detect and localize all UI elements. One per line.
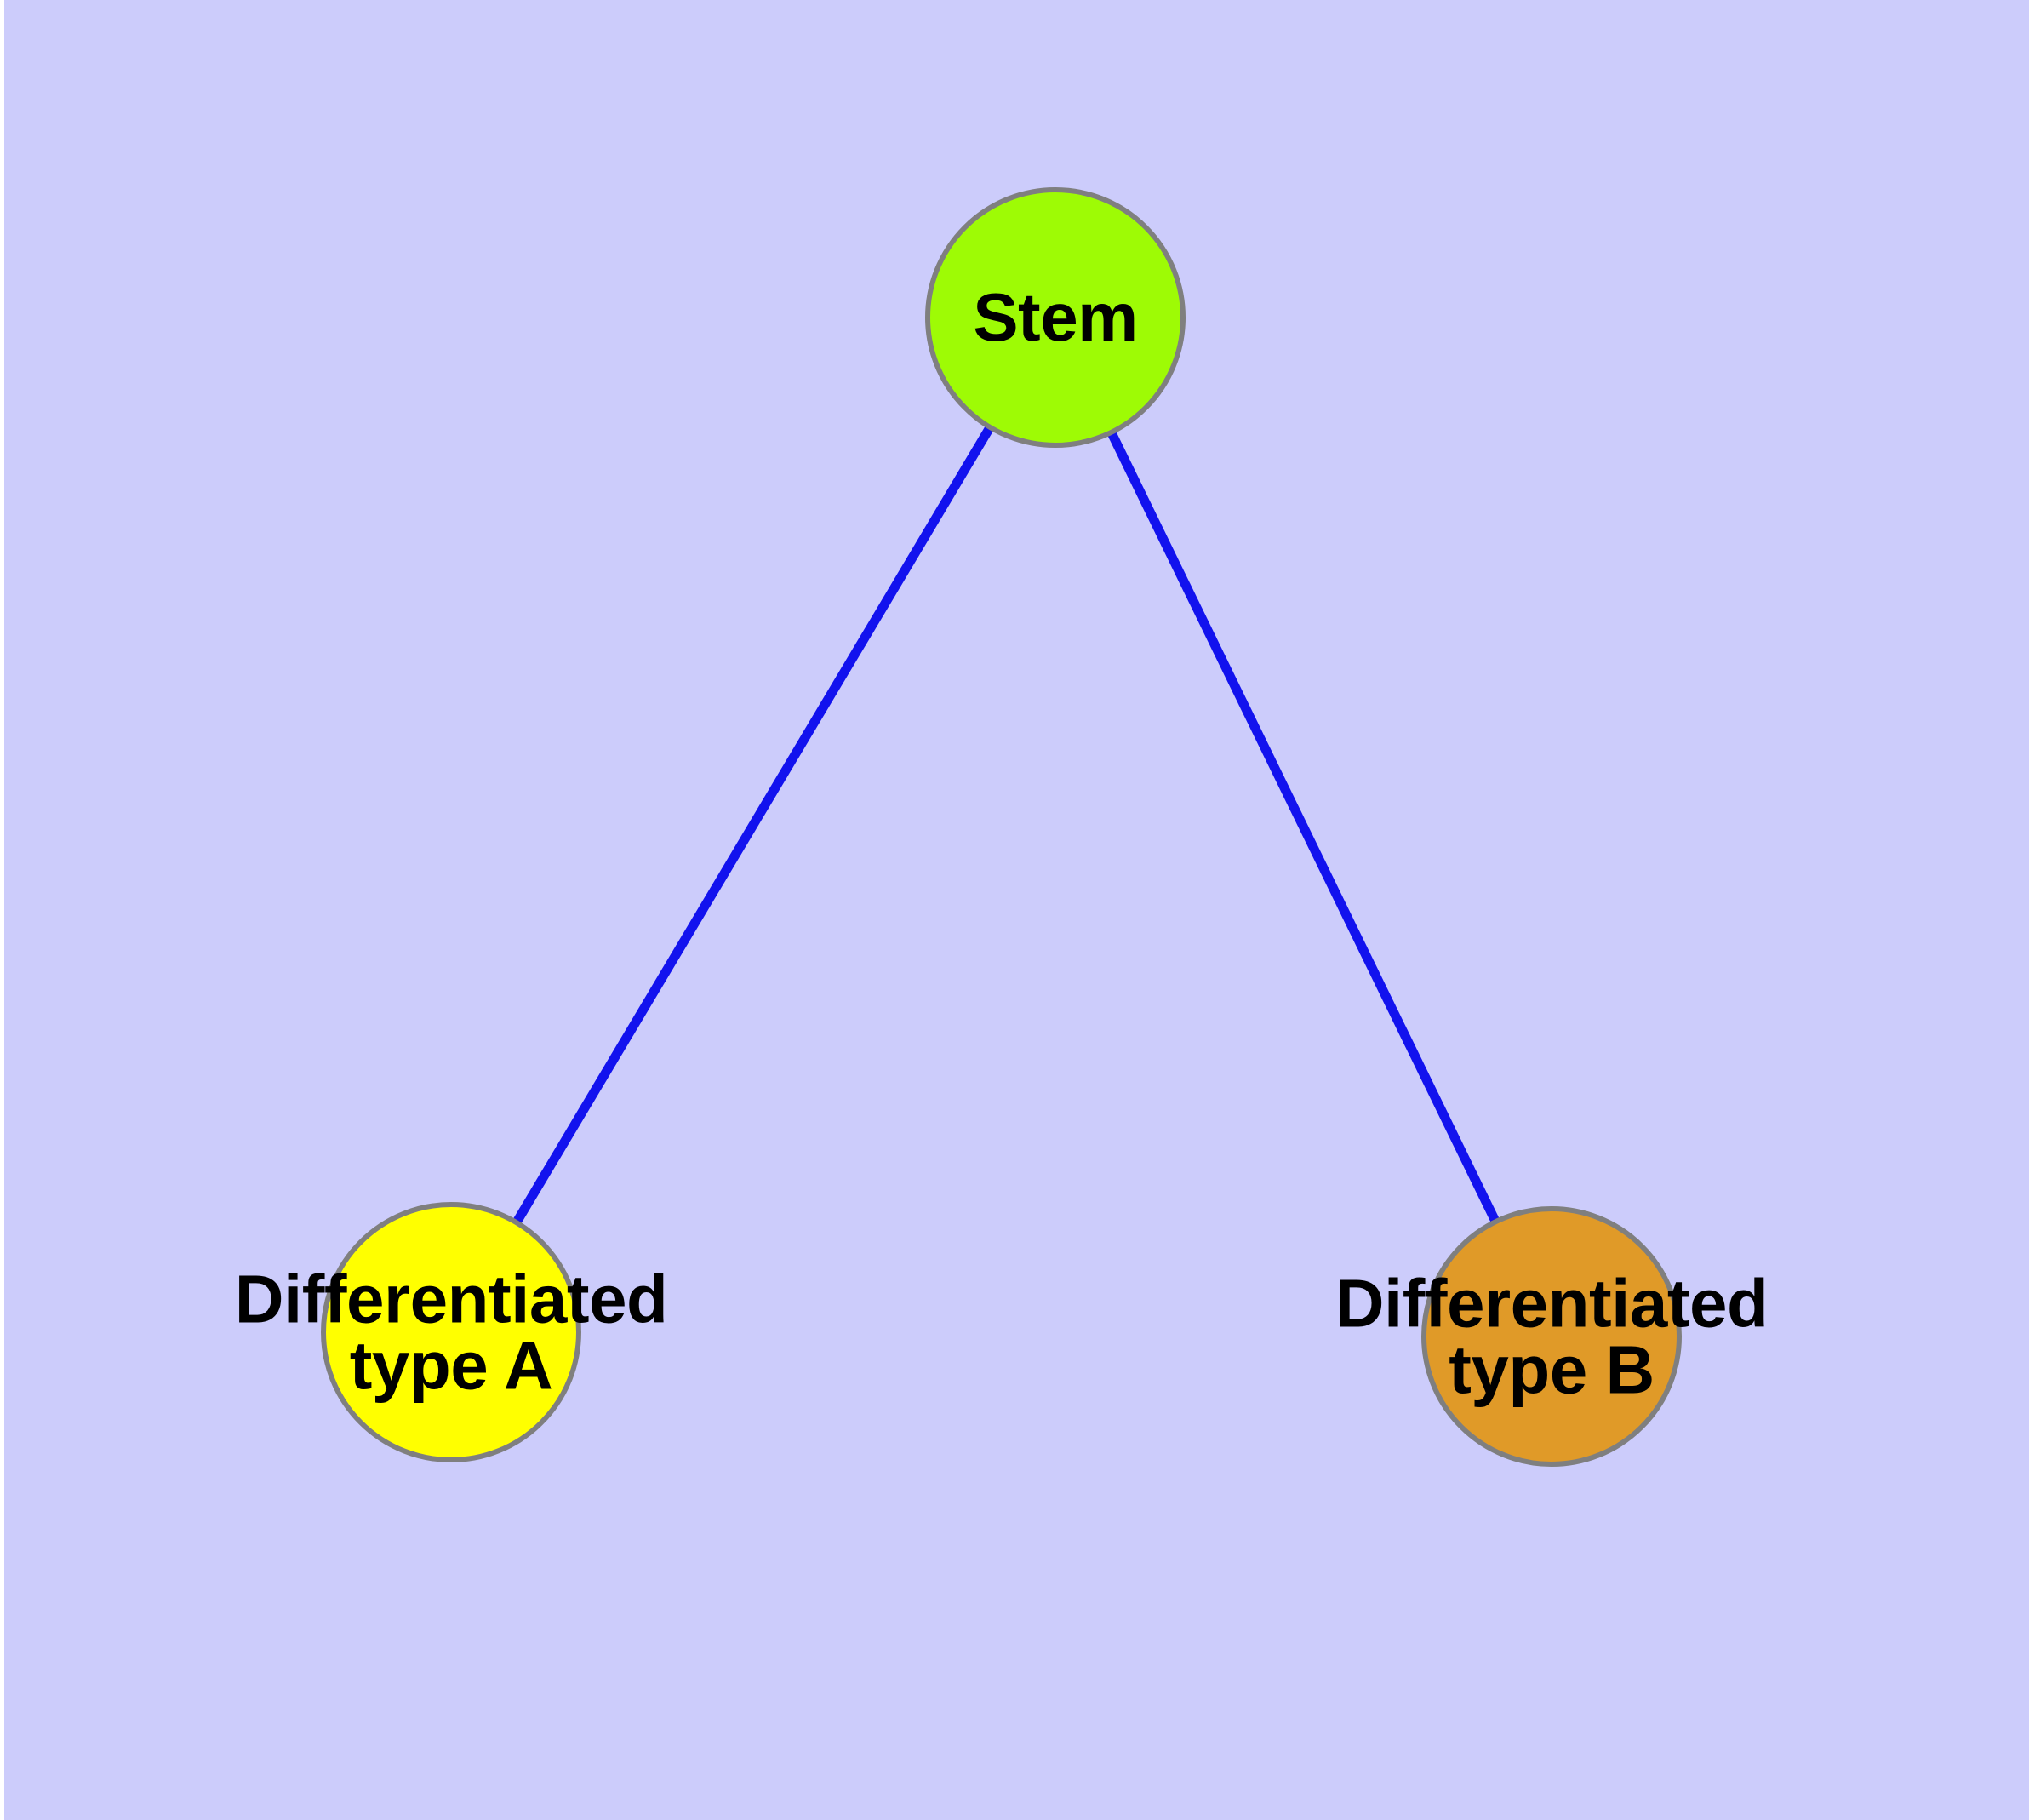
edge-stem-diff-b[interactable] xyxy=(1051,315,1556,1339)
nodes-layer xyxy=(321,187,1682,1467)
graph-svg xyxy=(321,187,1682,1467)
edges-layer xyxy=(447,315,1556,1339)
node-circle-diff-a[interactable] xyxy=(321,1202,581,1462)
edge-stem-diff-a[interactable] xyxy=(447,315,1060,1335)
node-circle-stem[interactable] xyxy=(925,187,1186,448)
node-circle-diff-b[interactable] xyxy=(1421,1206,1682,1467)
